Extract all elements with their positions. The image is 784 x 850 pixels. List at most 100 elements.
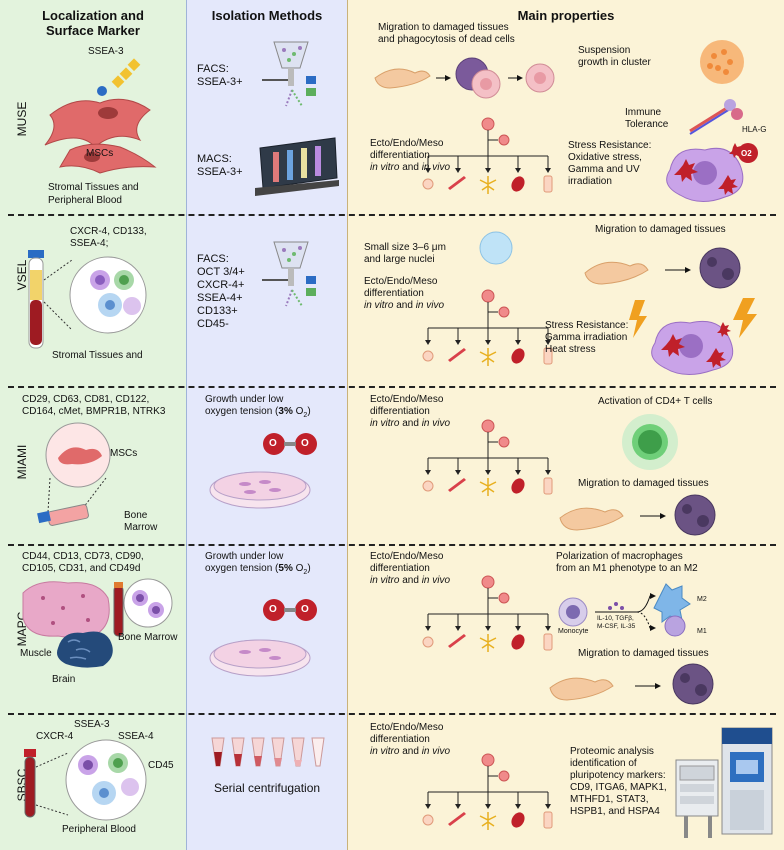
mapc-m1-label: M1 [697,628,707,635]
vsel-stress-line1: Stress Resistance: [545,320,629,331]
muscle-cell-icon [448,348,466,362]
muse-source-line2: Peripheral Blood [48,195,122,206]
mapc-growth-line2: oxygen tension (5% O2) [205,563,311,576]
miami-mscs-label: MSCs [110,448,138,459]
mapc-polarization-line2: from an M1 phenotype to an M2 [556,563,698,574]
vsel-marker-line1: CXCR-4, CD133, [70,226,147,237]
sbsc-cxcr4-label: CXCR-4 [36,731,74,742]
facs-sorter-icon [262,41,316,107]
muse-macs-line2: SSEA-3+ [197,166,243,178]
stem-cell-icon [481,419,495,433]
mapc-migration-diagram [549,663,714,705]
hla-g-receptor-icon [689,99,743,135]
miami-activation-label: Activation of CD4+ T cells [598,396,713,407]
muse-hlag-label: HLA-G [742,125,767,134]
muse-stress-cell-icon [666,143,758,202]
miami-diff-line2: differentiation [370,406,430,417]
sbsc-serial-label: Serial centrifugation [214,781,321,795]
miami-growth-line1: Growth under low [205,394,284,405]
mapc-oxygen-icon [263,599,317,621]
muse-suspension-line2: growth in cluster [578,57,651,68]
muscle-cell-icon [448,634,466,648]
mapc-o-left: O [269,604,277,615]
vsel-facs-line3: CXCR-4+ [197,279,245,291]
muse-stress-line1: Stress Resistance: [568,140,652,151]
divider-1 [8,214,776,216]
vsel-source-label: Stromal Tissues and [52,350,143,361]
cd4-t-cell-icon [622,414,678,470]
vsel-facs-line4: SSEA-4+ [197,292,243,304]
mapc-monocyte-label: Monocyte [558,628,589,635]
muscle-cell-icon [448,812,466,826]
mapc-diff-line2: differentiation [370,563,430,574]
muse-diff-line1: Ecto/Endo/Meso [370,138,444,149]
muse-ssea3-label: SSEA-3 [88,46,124,57]
sbsc-proteomic-line1: Proteomic analysis [570,746,654,757]
mapc-diff-line3: in vitro and in vivo [370,575,451,586]
daughter-cell-icon [498,770,510,782]
epithelial-cell-icon [543,477,553,495]
vsel-marker-line2: SSEA-4; [70,238,109,249]
ssea3-glycan-icon [97,58,141,96]
mapc-migration-label: Migration to damaged tissues [578,648,709,659]
small-cell-icon [479,231,513,265]
red-blood-cell-icon [511,478,525,494]
sbsc-proteomic-line5: MTHFD1, STAT3, [570,794,649,805]
column-isolation [187,0,348,850]
muse-diff-line3: in vitro and in vivo [370,162,451,173]
mapc-brain-label: Brain [52,674,76,685]
stem-cell-icon [481,289,495,303]
vsel-stress-line2: Gamma irradiation [545,332,628,343]
muse-source-line1: Stromal Tissues and [48,182,139,193]
phagocytosis-diagram [374,57,555,99]
muse-diff-line2: differentiation [370,150,430,161]
vsel-migration-label: Migration to damaged tissues [595,224,726,235]
sbsc-peripheral-blood-label: Peripheral Blood [62,824,136,835]
header-line-2: Surface Marker [46,23,140,38]
msc-cell-shape [44,98,151,148]
red-blood-cell-icon [511,348,525,364]
header-localization: Localization and Surface Marker [8,8,178,38]
vsel-facs-line1: FACS: [197,253,229,265]
neuron-icon [479,634,497,652]
muse-mscs-label: MSCs [86,148,114,159]
daughter-cell-icon [498,436,510,448]
vsel-facs-line5: CD133+ [197,305,238,317]
divider-3 [8,544,776,546]
muse-stress-line4: irradiation [568,176,612,187]
sbsc-ssea4-label: SSEA-4 [118,731,154,742]
epithelial-cell-icon [543,811,553,829]
vsel-diff-line2: differentiation [364,288,424,299]
mapc-diff-line1: Ecto/Endo/Meso [370,551,444,562]
miami-diff-line3: in vitro and in vivo [370,418,451,429]
sbsc-proteomic-line2: identification of [570,758,637,769]
header-line-1: Localization and [42,8,144,23]
vsel-size-line2: and large nuclei [364,254,435,265]
mapc-marker-line2: CD105, CD31, and CD49d [22,563,141,574]
muse-msc-illustration [44,58,157,174]
mapc-muscle-label: Muscle [20,648,52,659]
centrifuge-tubes-icon [211,737,325,767]
neuron-icon [479,812,497,830]
vsel-stress-cell-icon [629,298,757,375]
epithelial-cell-icon [543,347,553,365]
vsel-facs-sorter-icon [262,241,316,307]
daughter-cell-icon [498,592,510,604]
row-label-muse: MUSE [15,101,29,137]
muse-lineage-tree [422,117,553,194]
daughter-cell-icon [498,306,510,318]
mapc-marker-line1: CD44, CD13, CD73, CD90, [22,551,144,562]
vsel-blood-tube-illustration [28,250,147,349]
stem-cell-icon [481,575,495,589]
vsel-diff-line3: in vitro and in vivo [364,300,445,311]
stem-cell-icon [481,117,495,131]
muse-migration-line2: and phagocytosis of dead cells [378,34,515,45]
mapc-cytokine-line1: IL-10, TGFβ, [597,615,634,622]
vsel-stress-line3: Heat stress [545,344,596,355]
mapc-polarization-line1: Polarization of macrophages [556,551,683,562]
mapc-growth-line1: Growth under low [205,551,284,562]
column-properties [348,0,784,850]
divider-4 [8,713,776,715]
miami-bone-line2: Marrow [124,522,158,533]
macrophage-polarization-diagram [558,583,691,637]
